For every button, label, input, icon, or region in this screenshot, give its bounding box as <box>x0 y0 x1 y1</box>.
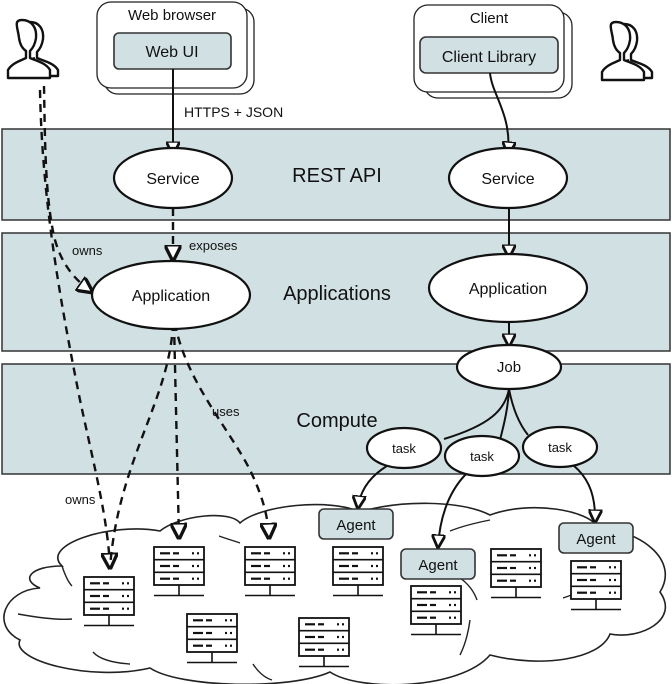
edge-user-owns-server <box>38 89 110 568</box>
layer-label-compute: Compute <box>296 410 377 432</box>
client-library-box[interactable] <box>419 36 559 74</box>
service-right-label: Service <box>481 171 534 188</box>
edge-task-2-to-agent-2 <box>438 472 468 547</box>
edge-job-to-task-3 <box>508 388 529 436</box>
edge-job-to-task-1 <box>443 388 510 440</box>
agent-box[interactable]: Agent <box>318 508 394 540</box>
owns-label-lower: owns <box>65 492 96 507</box>
application-node-right[interactable]: Application <box>427 252 589 324</box>
application-left-label: Application <box>132 288 210 305</box>
service-node-left[interactable]: Service <box>112 146 234 210</box>
layer-label-applications: Applications <box>283 283 391 305</box>
service-node-right[interactable]: Service <box>447 146 569 210</box>
https-json-label: HTTPS + JSON <box>184 104 283 120</box>
edge-job-to-task-2 <box>499 388 510 441</box>
client-label: Client <box>470 10 509 27</box>
job-label: Job <box>497 359 521 376</box>
task-label: task <box>470 449 494 464</box>
job-node[interactable]: Job <box>455 343 563 391</box>
task-node[interactable]: task <box>365 426 443 470</box>
task-node[interactable]: task <box>521 425 599 469</box>
edge-task-3-to-agent-3 <box>572 464 595 522</box>
edge-clientlib-to-service <box>489 72 509 154</box>
exposes-label: exposes <box>189 238 238 253</box>
edge-application-uses-server-2 <box>174 322 179 538</box>
owns-label-upper: owns <box>72 243 103 258</box>
task-label: task <box>392 441 416 456</box>
service-left-label: Service <box>146 171 199 188</box>
layer-label-rest-api: REST API <box>292 165 382 187</box>
users-icon-right <box>600 20 654 82</box>
web-browser-label: Web browser <box>128 7 216 24</box>
agent-label: Agent <box>418 557 458 574</box>
application-node-left[interactable]: Application <box>90 259 252 331</box>
application-right-label: Application <box>469 281 547 298</box>
edge-application-uses-server-3 <box>173 322 269 538</box>
task-label: task <box>548 440 572 455</box>
agent-label: Agent <box>576 531 616 548</box>
web-browser-frame[interactable]: Web browser Web UI <box>96 1 255 95</box>
agent-box[interactable]: Agent <box>558 522 634 554</box>
edge-user-owns-application <box>42 85 92 292</box>
client-library-label: Client Library <box>442 49 536 66</box>
web-ui-label: Web UI <box>145 44 198 61</box>
edge-application-uses-server-1 <box>108 322 175 569</box>
agent-label: Agent <box>336 517 376 534</box>
client-frame[interactable]: Client Client Library <box>413 4 573 99</box>
task-node[interactable]: task <box>443 434 521 478</box>
agent-box[interactable]: Agent <box>400 548 476 580</box>
uses-label: uses <box>212 404 240 419</box>
users-icon-left <box>6 18 60 80</box>
